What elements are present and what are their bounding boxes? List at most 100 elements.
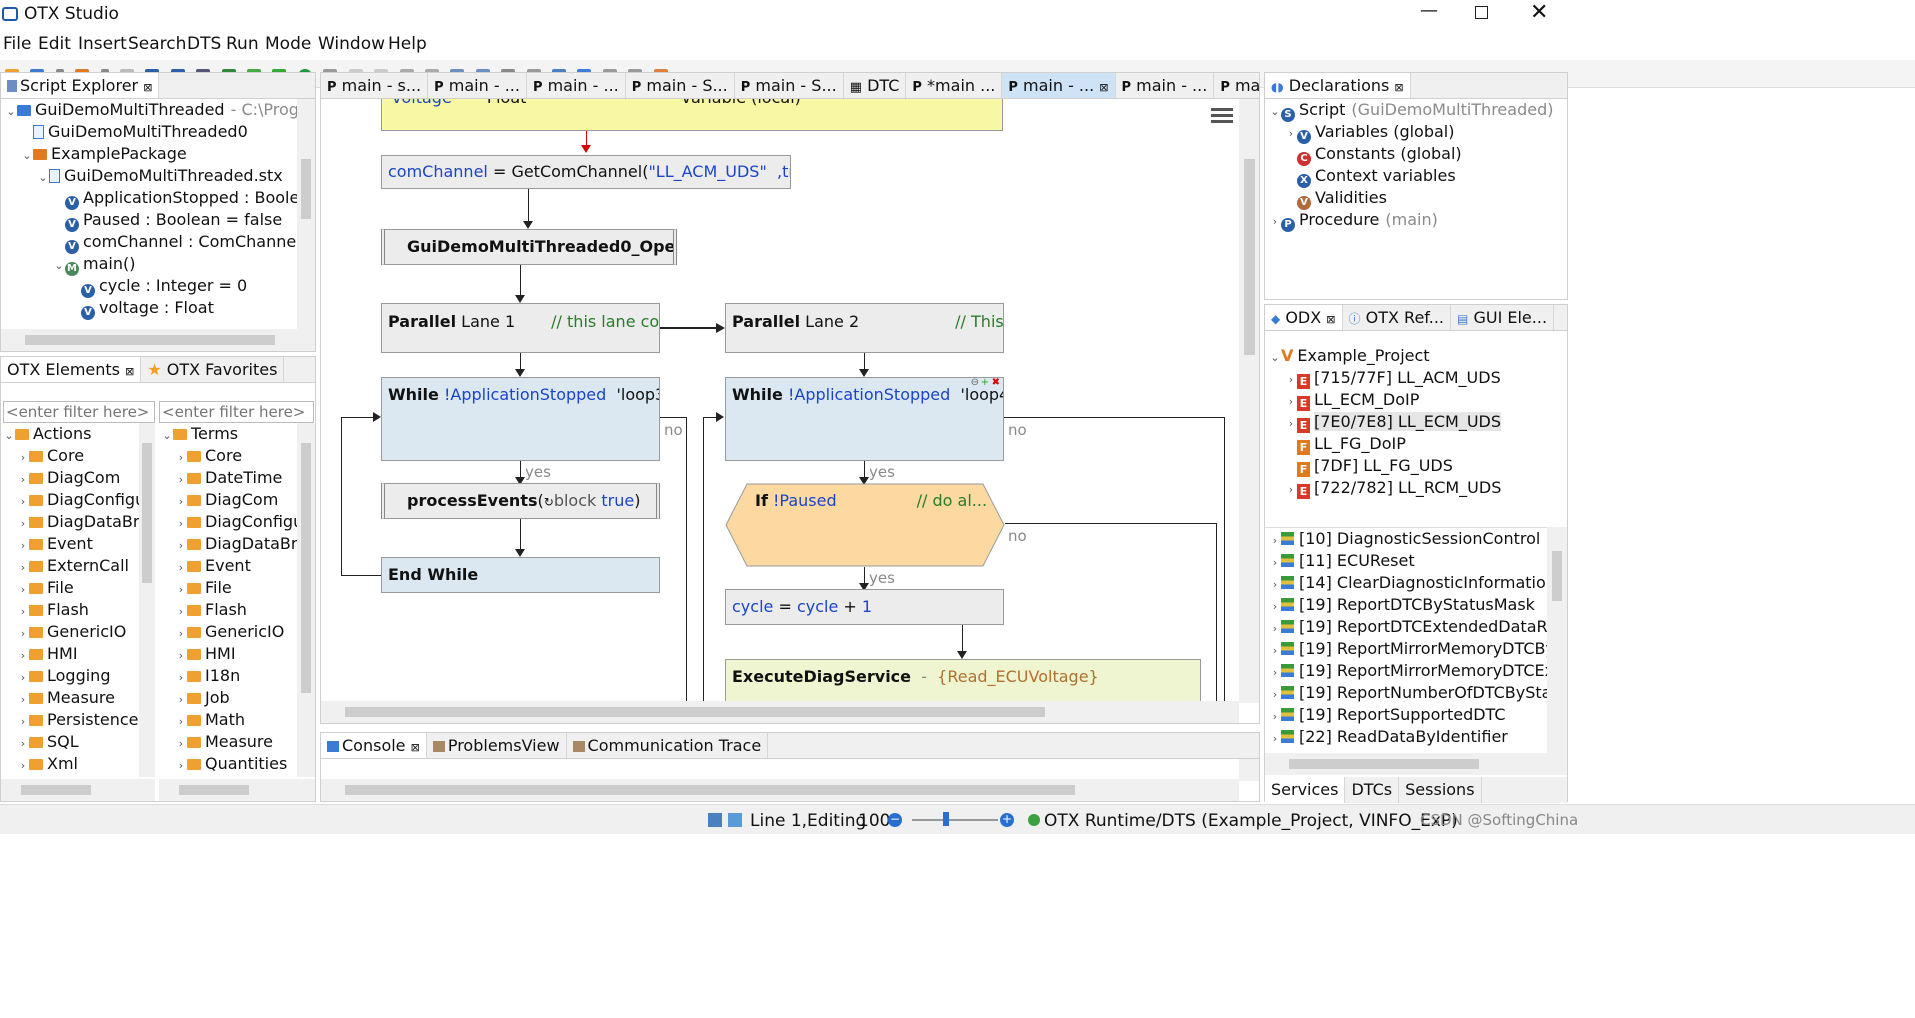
expand-arrow-icon[interactable]: › bbox=[20, 583, 26, 596]
procedure-call-node-open[interactable]: GuiDemoMultiThreaded0_Open() bbox=[381, 229, 677, 265]
vertical-scrollbar[interactable] bbox=[1547, 527, 1567, 753]
expand-arrow-icon[interactable]: › bbox=[20, 495, 26, 508]
odx-ecu-row[interactable]: ›E[722/782] LL_RCM_UDS bbox=[1265, 477, 1567, 499]
vertical-scrollbar[interactable] bbox=[1239, 99, 1259, 703]
editor-tab[interactable]: P main - S... bbox=[626, 73, 735, 98]
terms-item[interactable]: ›HMI bbox=[159, 643, 297, 665]
odx-bottom-tab[interactable]: DTCs bbox=[1345, 777, 1400, 803]
tab-otx-elements[interactable]: OTX Elements ⊠ bbox=[1, 357, 142, 382]
while-loop-node-loop4[interactable]: While !ApplicationStopped 'loop4' ⊖ + ✖ bbox=[725, 377, 1004, 461]
editor-tab[interactable]: P main - ... bbox=[1116, 73, 1215, 98]
editor-tab[interactable]: P main - ... bbox=[527, 73, 626, 98]
actions-item[interactable]: ›File bbox=[1, 577, 139, 599]
actions-item[interactable]: ›GenericIO bbox=[1, 621, 139, 643]
close-tab-icon[interactable]: ⊠ bbox=[1099, 81, 1109, 94]
parallel-lane-2-node[interactable]: Parallel Lane 2// This lane... bbox=[725, 303, 1004, 353]
while-loop-node-loop3[interactable]: While !ApplicationStopped 'loop3' bbox=[381, 377, 660, 461]
assign-node-cycle[interactable]: cycle = cycle + 1 bbox=[725, 589, 1004, 625]
terms-item[interactable]: ›Event bbox=[159, 555, 297, 577]
tab-otx-favorites[interactable]: ★ OTX Favorites bbox=[141, 357, 285, 382]
editor-tab[interactable]: P main - S... bbox=[735, 73, 844, 98]
editor-tab[interactable]: ▦ DTC bbox=[844, 73, 907, 98]
odx-service-row[interactable]: ›[19] ReportMirrorMemoryDTCByS bbox=[1265, 638, 1547, 660]
odx-service-row[interactable]: ›[10] DiagnosticSessionControl bbox=[1265, 528, 1547, 550]
editor-tab[interactable]: P main - s... bbox=[321, 73, 429, 98]
actions-item[interactable]: ›Event bbox=[1, 533, 139, 555]
expand-arrow-icon[interactable]: › bbox=[178, 451, 184, 464]
odx-service-row[interactable]: ›[19] ReportDTCByStatusMask bbox=[1265, 594, 1547, 616]
menu-help[interactable]: Help bbox=[388, 34, 427, 54]
actions-item[interactable]: ›Xml bbox=[1, 753, 139, 775]
terms-item[interactable]: ›GenericIO bbox=[159, 621, 297, 643]
expand-arrow-icon[interactable]: › bbox=[20, 605, 26, 618]
actions-item[interactable]: ›DiagCom bbox=[1, 467, 139, 489]
expand-arrow-icon[interactable]: › bbox=[20, 715, 26, 728]
expand-arrow-icon[interactable]: › bbox=[1272, 534, 1278, 547]
tool-icon[interactable] bbox=[708, 813, 722, 827]
parallel-lane-1-node[interactable]: Parallel Lane 1// this lane contain... bbox=[381, 303, 660, 353]
expand-arrow-icon[interactable]: ⌄ bbox=[1270, 105, 1280, 118]
menu-window[interactable]: Window bbox=[318, 34, 386, 54]
actions-item[interactable]: ›DiagDataBro bbox=[1, 511, 139, 533]
expand-arrow-icon[interactable]: › bbox=[1272, 600, 1278, 613]
menu-file[interactable]: File bbox=[3, 34, 32, 54]
odx-bottom-tab[interactable]: Services bbox=[1265, 777, 1346, 803]
odx-service-row[interactable]: ›[19] ReportSupportedDTC bbox=[1265, 704, 1547, 726]
actions-item[interactable]: ›Core bbox=[1, 445, 139, 467]
close-tab-icon[interactable]: ⊠ bbox=[1326, 313, 1336, 326]
expand-arrow-icon[interactable]: › bbox=[1272, 578, 1278, 591]
end-while-node[interactable]: End While bbox=[381, 557, 660, 593]
horizontal-scrollbar[interactable] bbox=[321, 779, 1239, 801]
expand-arrow-icon[interactable]: ⌄ bbox=[162, 429, 172, 442]
delete-icon[interactable]: ✖ bbox=[991, 377, 1000, 388]
terms-item[interactable]: ›DiagDataBro bbox=[159, 533, 297, 555]
expand-arrow-icon[interactable]: › bbox=[1272, 688, 1278, 701]
expand-arrow-icon[interactable]: › bbox=[178, 649, 184, 662]
menu-insert[interactable]: Insert bbox=[78, 34, 127, 54]
console-tab[interactable]: Communication Trace bbox=[567, 733, 769, 758]
expand-arrow-icon[interactable]: › bbox=[20, 759, 26, 772]
actions-item[interactable]: ›HMI bbox=[1, 643, 139, 665]
expand-arrow-icon[interactable]: › bbox=[178, 671, 184, 684]
terms-item[interactable]: ›DiagConfigu bbox=[159, 511, 297, 533]
expand-arrow-icon[interactable]: › bbox=[178, 539, 184, 552]
assign-node-comchannel[interactable]: comChannel = GetComChannel("LL_ACM_UDS" … bbox=[381, 155, 791, 189]
editor-tab[interactable]: P main - ... ⊠ bbox=[1002, 73, 1116, 98]
odx-tab[interactable]: ▤ GUI Ele... bbox=[1451, 305, 1555, 330]
odx-ecu-row[interactable]: F[7DF] LL_FG_UDS bbox=[1265, 455, 1567, 477]
console-tab[interactable]: Console ⊠ bbox=[321, 733, 427, 758]
expand-arrow-icon[interactable]: › bbox=[20, 451, 26, 464]
vertical-scrollbar[interactable] bbox=[297, 99, 315, 329]
editor-tab[interactable]: P main - ... bbox=[428, 73, 527, 98]
expand-arrow-icon[interactable]: › bbox=[20, 737, 26, 750]
zoom-out-icon[interactable]: − bbox=[888, 812, 902, 827]
close-tab-icon[interactable]: ⊠ bbox=[143, 81, 153, 94]
tab-script-explorer[interactable]: Script Explorer ⊠ bbox=[1, 73, 160, 98]
execute-diag-service-node[interactable]: ExecuteDiagService - {Read_ECUVoltage} bbox=[725, 659, 1201, 703]
expand-arrow-icon[interactable]: › bbox=[178, 759, 184, 772]
odx-ecu-row[interactable]: ›E[715/77F] LL_ACM_UDS bbox=[1265, 367, 1567, 389]
expand-arrow-icon[interactable]: › bbox=[178, 517, 184, 530]
if-node-paused[interactable] bbox=[725, 483, 1005, 567]
terms-item[interactable]: ›Core bbox=[159, 445, 297, 467]
terms-item[interactable]: ›Quantities bbox=[159, 753, 297, 775]
terms-filter-input[interactable] bbox=[159, 401, 314, 423]
expand-arrow-icon[interactable]: ⌄ bbox=[1270, 351, 1280, 364]
script-explorer-row[interactable]: GuiDemoMultiThreaded0 bbox=[1, 121, 297, 143]
maximize-icon[interactable] bbox=[1475, 6, 1488, 19]
actions-item[interactable]: ›ExternCall bbox=[1, 555, 139, 577]
terms-item[interactable]: ›Measure bbox=[159, 731, 297, 753]
menu-dts[interactable]: DTS bbox=[187, 34, 222, 54]
expand-arrow-icon[interactable]: › bbox=[1288, 373, 1294, 386]
menu-search[interactable]: Search bbox=[128, 34, 187, 54]
close-tab-icon[interactable]: ⊠ bbox=[410, 741, 420, 754]
outline-menu-icon[interactable] bbox=[1211, 105, 1233, 127]
expand-arrow-icon[interactable]: › bbox=[20, 627, 26, 640]
